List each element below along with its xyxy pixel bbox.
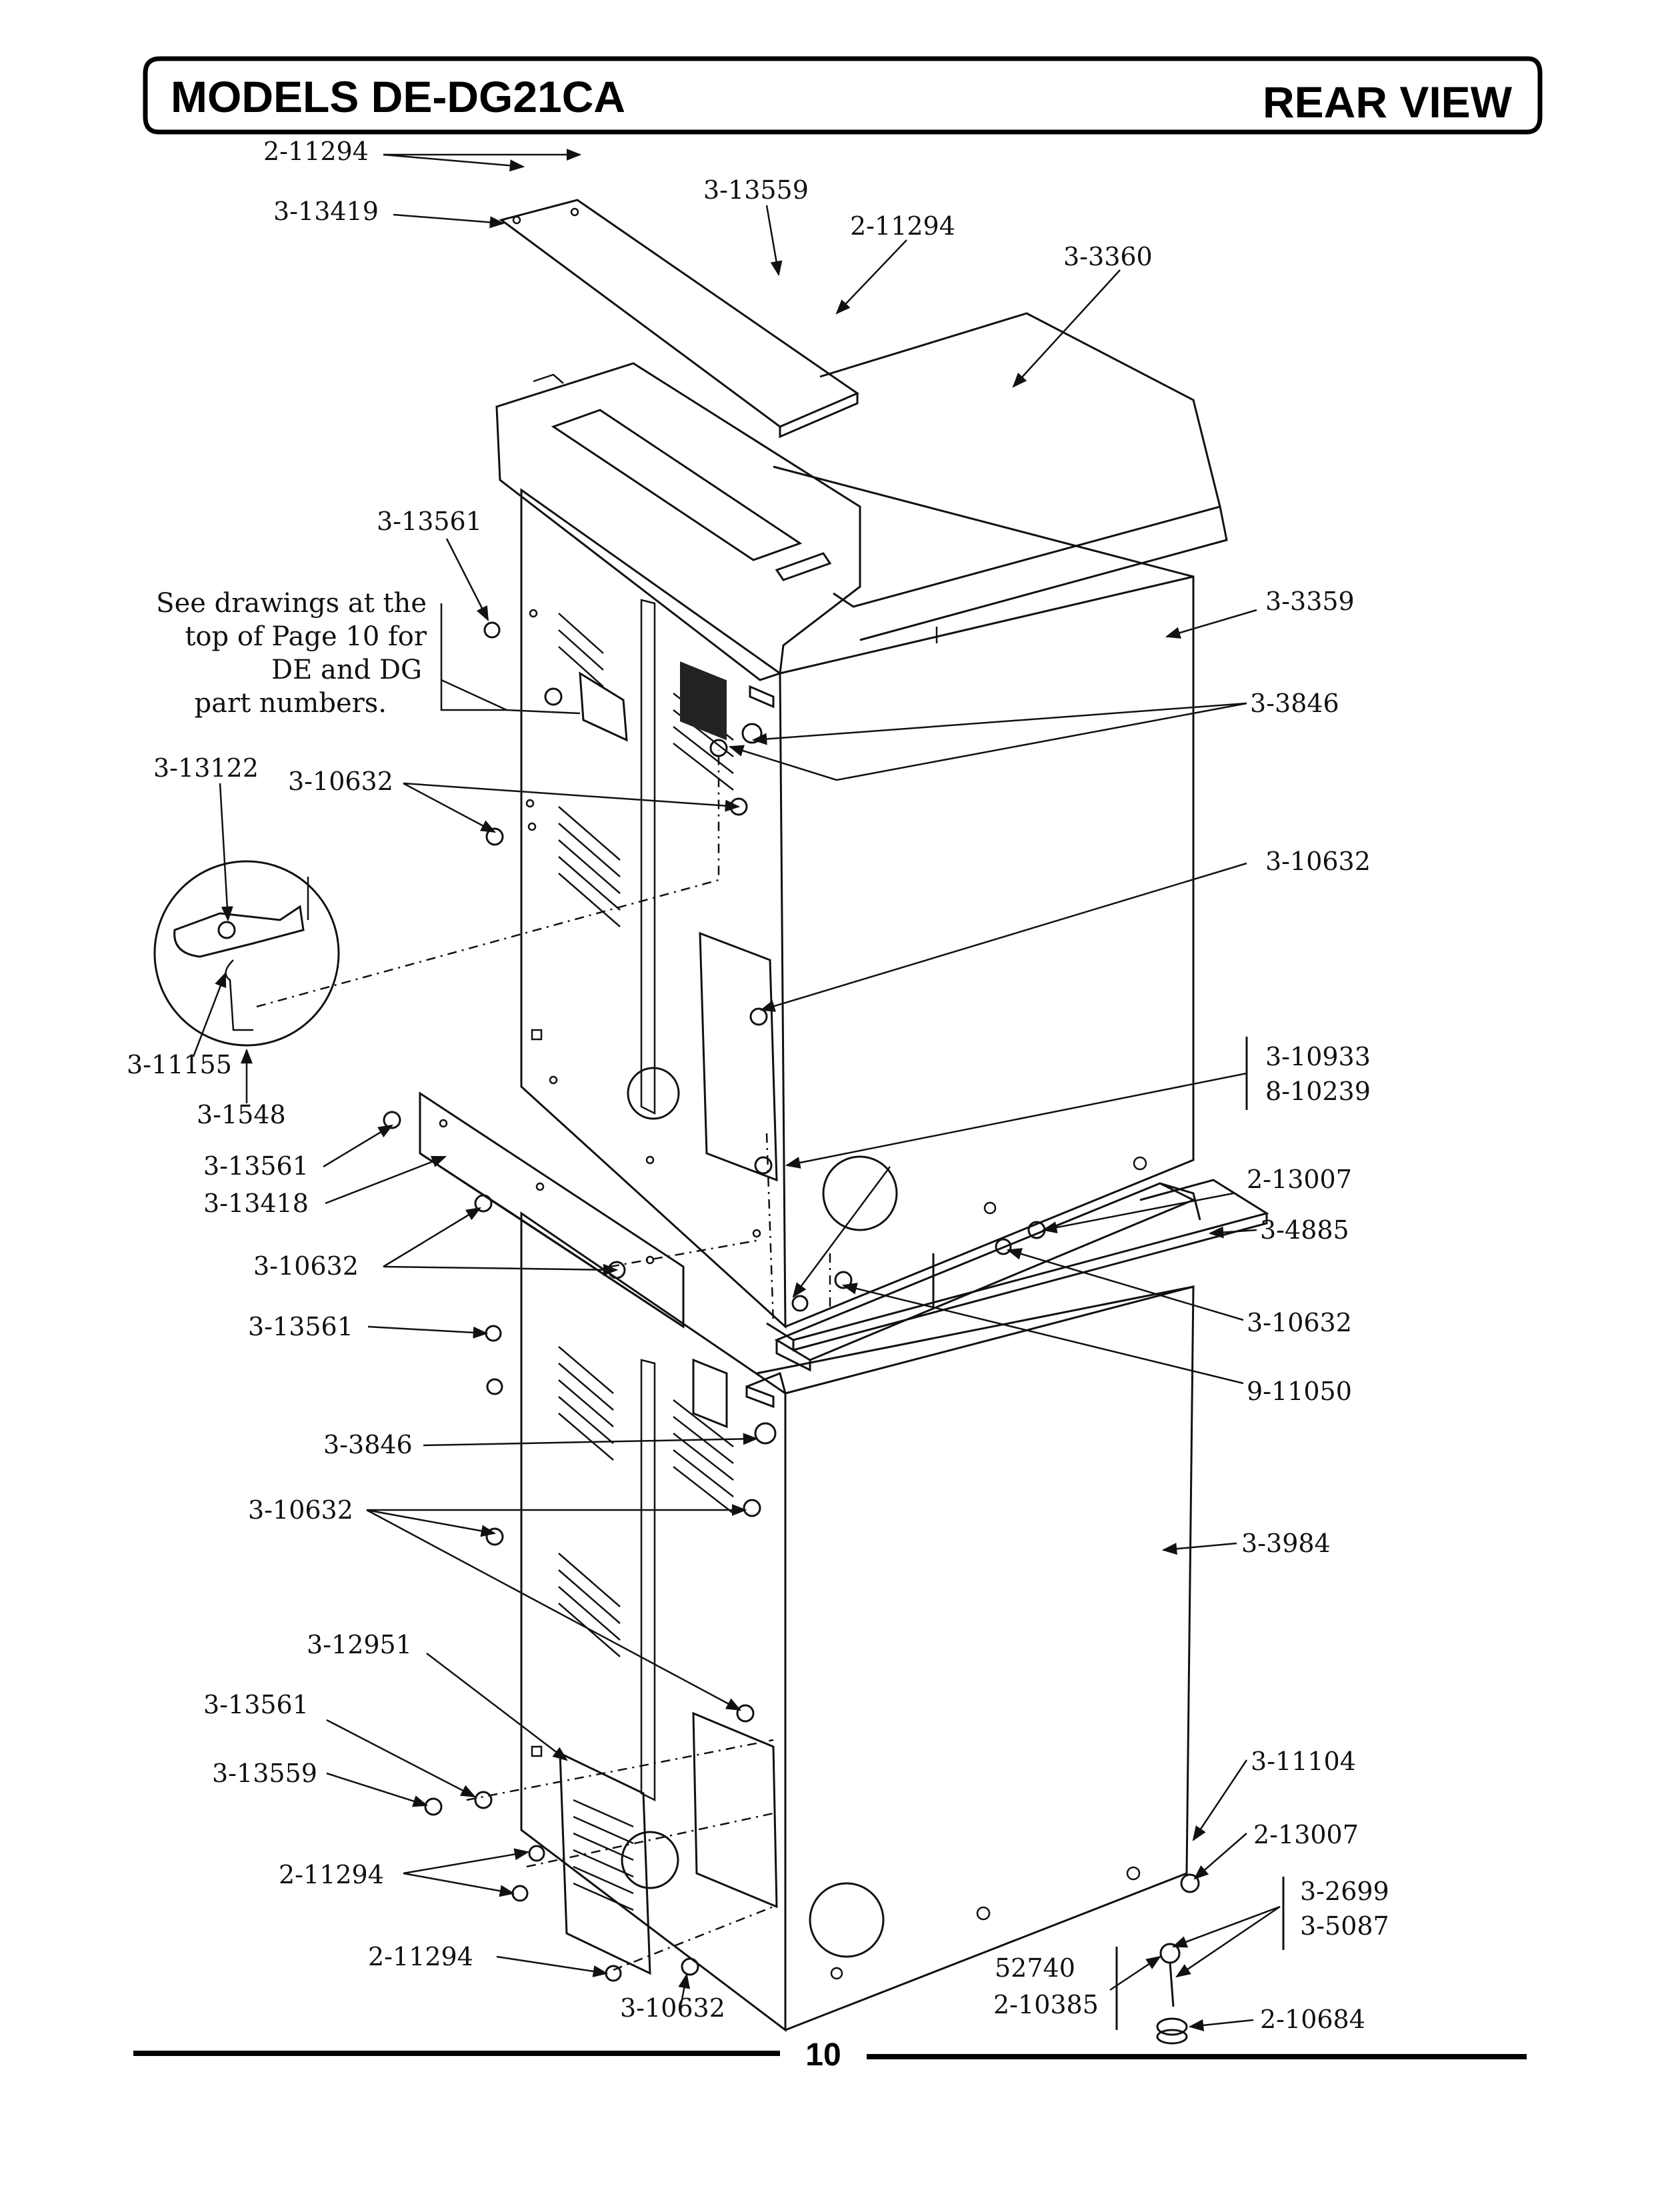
part-label: 2-11294 <box>279 1860 384 1889</box>
part-label: 3-13418 <box>203 1189 309 1218</box>
part-label: 3-10632 <box>1247 1308 1352 1337</box>
part-label: 3-10632 <box>288 767 393 796</box>
middle-screws <box>383 1111 1046 1342</box>
part-label: 3-5087 <box>1300 1911 1389 1941</box>
lower-cabinet <box>520 1211 1195 2033</box>
top-panel <box>819 312 1228 641</box>
part-label: 2-11294 <box>368 1942 473 1971</box>
part-label: 52740 <box>995 1953 1075 1983</box>
upper-screws <box>483 621 773 1175</box>
part-label: 3-13419 <box>273 197 379 226</box>
lower-vent-grille <box>558 1346 734 1657</box>
view-title: REAR VIEW <box>1263 77 1513 127</box>
part-label: 2-11294 <box>850 211 955 241</box>
footer: 10 <box>133 2037 1527 2073</box>
model-title: MODELS DE-DG21CA <box>171 72 625 121</box>
part-label: 3-10632 <box>253 1251 359 1281</box>
leveling-leg <box>1156 1943 1188 2045</box>
page-number: 10 <box>805 2037 841 2073</box>
note-line-2: top of Page 10 for <box>185 621 427 652</box>
part-label: 3-13122 <box>153 753 259 783</box>
part-label: 3-10632 <box>620 1993 725 2023</box>
part-label: 3-13561 <box>203 1151 309 1181</box>
part-label: 3-2699 <box>1300 1877 1389 1906</box>
part-label: 3-3846 <box>323 1430 413 1459</box>
part-label: 3-3360 <box>1063 242 1153 271</box>
part-label: 3-4885 <box>1260 1215 1349 1245</box>
part-label: 3-13561 <box>377 507 482 536</box>
part-label: 3-12951 <box>307 1630 412 1659</box>
part-label: 3-1548 <box>197 1100 286 1129</box>
part-label: 3-11104 <box>1251 1747 1356 1776</box>
part-label: 3-13561 <box>203 1690 309 1719</box>
upper-cabinet <box>520 465 1195 1329</box>
upper-vent-grille <box>558 613 734 927</box>
top-bracket <box>499 199 860 439</box>
part-label: 3-3846 <box>1250 689 1339 718</box>
part-label: 2-10684 <box>1260 2005 1365 2034</box>
part-label: 2-13007 <box>1247 1165 1352 1194</box>
lower-access-cover <box>559 1751 651 1975</box>
header-bar: MODELS DE-DG21CA REAR VIEW <box>143 56 1543 135</box>
part-label: 2-10385 <box>993 1990 1099 2019</box>
upper-console-trim <box>495 362 861 681</box>
front-rail <box>766 1179 1269 1351</box>
part-label: 3-13559 <box>212 1759 317 1788</box>
stack-bracket <box>419 1091 685 1329</box>
part-label: 2-13007 <box>1253 1820 1359 1849</box>
part-label: 8-10239 <box>1265 1077 1371 1106</box>
part-labels: 2-11294 3-13419 3-13559 2-11294 3-3360 3… <box>127 137 1389 2034</box>
part-label: 3-10933 <box>1265 1042 1371 1071</box>
part-label: 3-3359 <box>1265 587 1355 616</box>
note-line-3: DE and DG <box>271 655 422 685</box>
part-label: 3-11155 <box>127 1050 232 1079</box>
part-label: 3-3984 <box>1241 1529 1331 1558</box>
part-label: 3-10632 <box>248 1495 353 1525</box>
note-line-4: part numbers. <box>195 688 387 719</box>
part-label: 9-11050 <box>1247 1377 1352 1406</box>
detail-clip-inset <box>153 860 340 1047</box>
part-label: 3-10632 <box>1265 847 1371 876</box>
lower-screws <box>424 1378 1200 1982</box>
part-label: 3-13561 <box>248 1312 353 1341</box>
note-line-1: See drawings at the <box>156 588 427 619</box>
leader-lines <box>192 149 1281 2031</box>
reference-note: See drawings at the top of Page 10 for D… <box>156 588 427 719</box>
part-label: 2-11294 <box>263 137 369 166</box>
part-label: 3-13559 <box>703 175 809 205</box>
